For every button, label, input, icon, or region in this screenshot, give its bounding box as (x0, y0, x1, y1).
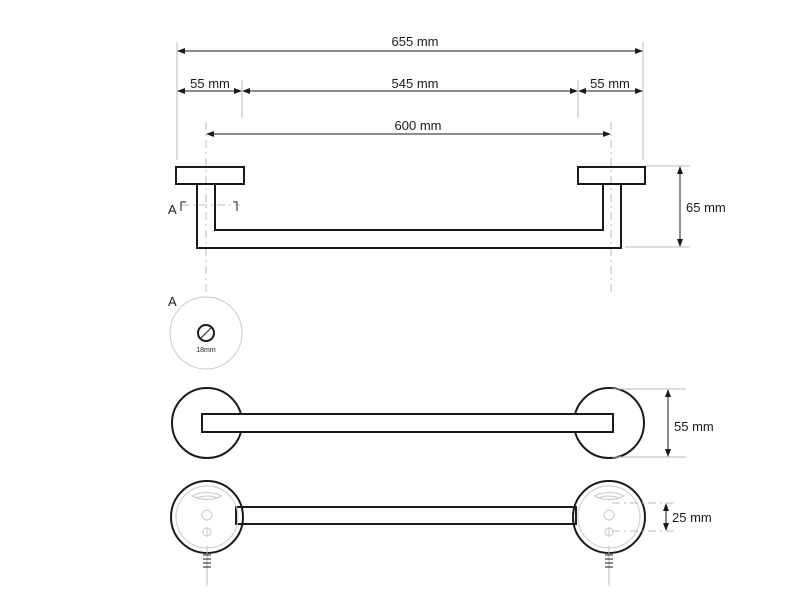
dimension-base-diameter: 55 mm (612, 388, 714, 458)
dimension-depth: 65 mm (677, 166, 726, 247)
center-lines (205, 122, 612, 292)
dimension-center-distance: 600 mm (206, 118, 611, 137)
section-marker: A (168, 201, 240, 217)
top-view (175, 166, 646, 249)
dimension-bar-height: 25 mm (612, 502, 712, 532)
dim-label-center-distance: 600 mm (395, 118, 442, 133)
dim-label-base-diameter: 55 mm (674, 419, 714, 434)
mounting-bar (235, 506, 577, 525)
dim-label-left-base: 55 mm (190, 76, 230, 91)
section-detail-tube-diameter: 18mm (196, 347, 216, 354)
dim-label-inner-span: 545 mm (392, 76, 439, 91)
mounting-left-base (170, 480, 244, 586)
dimension-overall-width: 655 mm (177, 34, 643, 54)
dim-label-overall: 655 mm (392, 34, 439, 49)
left-base-plate (175, 166, 245, 185)
mounting-right-base (572, 480, 646, 586)
front-bar (201, 413, 614, 433)
section-marker-label: A (168, 202, 177, 217)
section-detail: A 18mm (168, 294, 243, 370)
extension-lines (176, 42, 690, 248)
dim-label-bar-height: 25 mm (672, 510, 712, 525)
section-detail-base-circle (169, 296, 243, 370)
dim-label-right-base: 55 mm (590, 76, 630, 91)
dim-label-depth: 65 mm (686, 200, 726, 215)
front-view (171, 387, 645, 459)
section-detail-tube (197, 324, 215, 342)
towel-bar-outline (196, 184, 622, 249)
right-base-plate (577, 166, 646, 185)
section-detail-label: A (168, 294, 177, 309)
mounting-view (170, 480, 646, 586)
dimension-segments: 55 mm 545 mm 55 mm (177, 76, 643, 94)
